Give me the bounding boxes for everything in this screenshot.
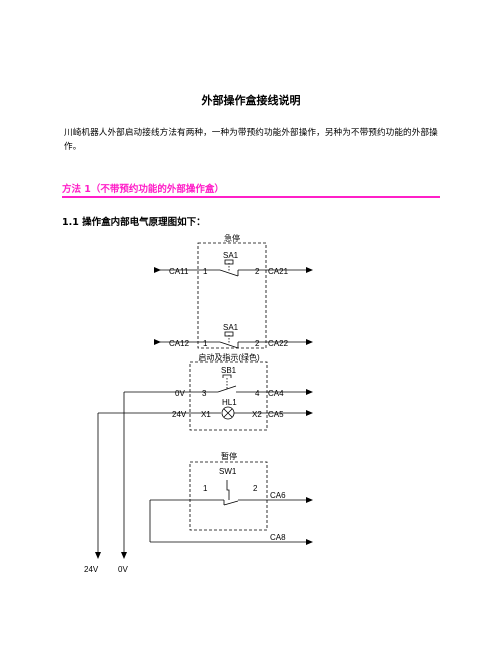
start-box-title: 启动及指示(绿色) [198, 352, 260, 362]
section-subheading: 1.1 操作盒内部电气原理图如下： [62, 217, 206, 228]
pause-box-title: 暂停 [221, 451, 237, 461]
start-box [189, 361, 268, 431]
estop-box-title: 急停 [224, 233, 240, 243]
tag-24v: 24V [172, 410, 187, 419]
method-heading: 方法 1（不带预约功能的外部操作盒） [62, 181, 440, 198]
pin-1-top: 1 [203, 267, 208, 276]
pin-2-pause: 2 [253, 484, 258, 493]
tag-ca4: CA4 [268, 389, 284, 398]
intro-paragraph: 川崎机器人外部启动接线方法有两种，一种为带预约功能外部操作，另种为不带预约功能的… [64, 128, 438, 152]
pin-4: 4 [255, 389, 260, 398]
bottom-label-24v: 24V [84, 565, 99, 574]
pin-2-top: 2 [255, 267, 260, 276]
pause-box [189, 461, 268, 531]
tag-ca8: CA8 [270, 533, 286, 542]
lamp-hl1-label: HL1 [222, 398, 237, 407]
switch-sb1-label: SB1 [221, 366, 237, 375]
tag-ca21: CA21 [268, 267, 289, 276]
tag-ca6: CA6 [270, 491, 286, 500]
pin-1-bottom: 1 [203, 339, 208, 348]
pin-2-bottom: 2 [255, 339, 260, 348]
pin-3: 3 [202, 389, 207, 398]
tag-ca11: CA11 [169, 267, 189, 276]
switch-sa1-top-label: SA1 [223, 251, 239, 260]
tag-0v: 0V [175, 389, 185, 398]
document-title: 外部操作盒接线说明 [201, 94, 301, 107]
pin-x1: X1 [201, 410, 211, 419]
pin-x2: X2 [252, 410, 262, 419]
estop-box [197, 242, 267, 349]
bottom-label-0v: 0V [118, 565, 128, 574]
tag-ca5: CA5 [268, 410, 284, 419]
pin-1-pause: 1 [203, 484, 208, 493]
tag-ca12: CA12 [169, 339, 190, 348]
tag-ca22: CA22 [268, 339, 289, 348]
switch-sw1-label: SW1 [219, 467, 237, 476]
switch-sa1-bottom-label: SA1 [223, 323, 239, 332]
